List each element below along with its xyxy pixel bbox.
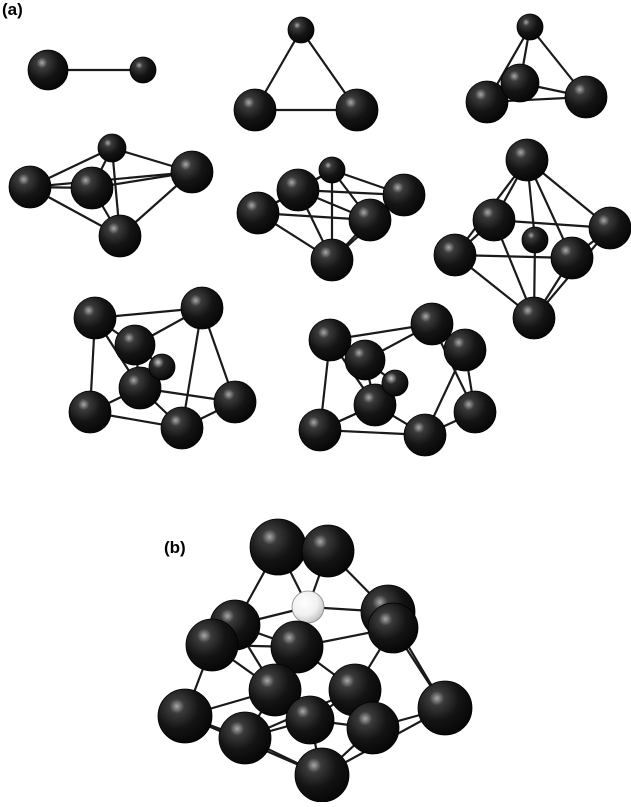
- atom: [453, 390, 497, 434]
- panel-a-label: (a): [2, 0, 23, 19]
- atom: [70, 166, 114, 210]
- atom: [213, 380, 257, 424]
- atom: [308, 318, 352, 362]
- cluster-9: [298, 302, 497, 457]
- atom: [472, 198, 516, 242]
- atom: [433, 233, 477, 277]
- atom: [294, 747, 350, 803]
- cluster-7: [433, 138, 631, 340]
- atom: [276, 168, 320, 212]
- cluster-8: [68, 286, 257, 450]
- atom: [98, 214, 142, 258]
- cluster-trimer: [233, 16, 379, 132]
- atom: [403, 413, 447, 457]
- atom: [335, 88, 379, 132]
- atom: [381, 369, 409, 397]
- atom: [248, 663, 302, 717]
- atom: [148, 353, 176, 381]
- atom: [114, 324, 156, 366]
- atom: [367, 602, 419, 654]
- atom: [588, 206, 631, 250]
- dopant-atom: [291, 590, 325, 624]
- atom: [353, 383, 397, 427]
- atom: [218, 711, 272, 765]
- atom: [550, 236, 594, 280]
- cluster-5: [8, 133, 214, 258]
- atom: [118, 366, 162, 410]
- atom: [465, 80, 509, 124]
- atom: [344, 339, 386, 381]
- atom: [270, 620, 324, 674]
- atom: [180, 286, 224, 330]
- atom: [346, 701, 400, 755]
- atom: [512, 296, 556, 340]
- cluster-large: [157, 518, 473, 803]
- atom: [160, 406, 204, 450]
- atom: [564, 75, 608, 119]
- panel-b-label: (b): [164, 538, 186, 557]
- atom: [500, 63, 540, 103]
- atom: [129, 56, 157, 84]
- atom: [417, 680, 473, 736]
- cluster-6: [236, 156, 426, 282]
- atom: [348, 198, 392, 242]
- atom: [285, 695, 335, 745]
- atom: [310, 238, 354, 282]
- atom: [185, 618, 239, 672]
- cluster-dimer: [27, 49, 157, 91]
- atom: [157, 688, 213, 744]
- atom: [318, 156, 346, 184]
- atom: [73, 296, 117, 340]
- atom: [410, 302, 454, 346]
- atom: [516, 13, 544, 41]
- atom: [8, 165, 52, 209]
- atom: [97, 133, 127, 163]
- atom: [505, 138, 549, 182]
- atom: [521, 226, 549, 254]
- atom: [287, 16, 315, 44]
- atom: [382, 173, 426, 217]
- atom: [68, 390, 112, 434]
- cluster-tetramer: [465, 13, 608, 124]
- atom: [249, 518, 307, 576]
- atom: [301, 524, 355, 578]
- atom: [170, 150, 214, 194]
- atom: [233, 88, 277, 132]
- atom: [236, 191, 280, 235]
- atom: [443, 328, 487, 372]
- atom: [298, 408, 342, 452]
- atom: [27, 49, 69, 91]
